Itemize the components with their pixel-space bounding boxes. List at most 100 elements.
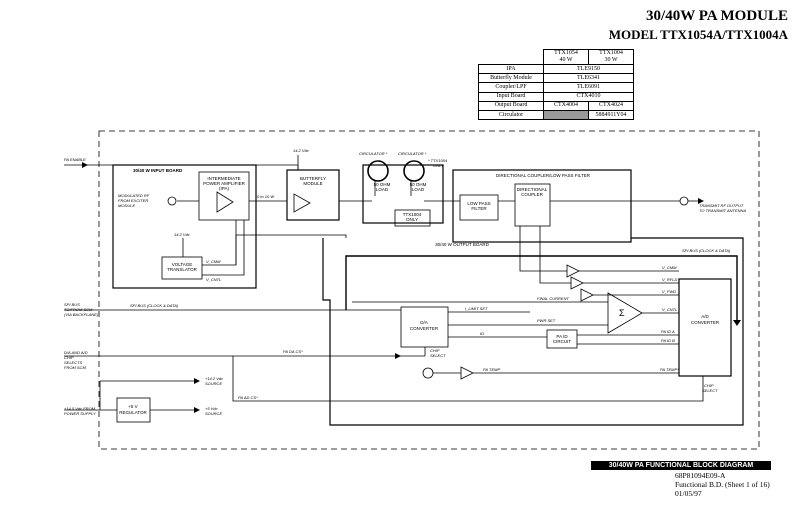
mod-rf-label: MODULE — [118, 203, 135, 208]
load-2-label: 50 OHM — [410, 182, 427, 187]
lpf-label: LOW PASS — [467, 201, 490, 206]
coupler-wire — [539, 226, 571, 284]
doc-number: 68P81094E09-A — [675, 471, 726, 480]
arrow-icon — [733, 320, 741, 326]
da-ad-select-label: SELECTS — [64, 360, 83, 365]
diagram-caption-bar: 30/40W PA FUNCTIONAL BLOCK DIAGRAM — [591, 461, 771, 470]
vcntl-right-label: V_CNTL — [662, 307, 677, 312]
vcmm-wire — [235, 234, 347, 265]
coupler-wire — [519, 226, 567, 272]
power-supply-label: +14.5 Vdc FROM — [64, 406, 96, 411]
ipa-label: INTERMEDIATE — [207, 176, 240, 181]
spi-bus-mid-label: SPI BUS (CLOCK & DATA) — [130, 303, 179, 308]
voltage-translator-label: TRANSLATOR — [167, 267, 198, 272]
ttx1054-note: ONLY — [433, 163, 444, 168]
spi-left-label: SPI BUS — [64, 302, 80, 307]
directional-coupler-label: COUPLER — [521, 192, 544, 197]
page-title: 30/40W PA MODULE — [646, 8, 788, 24]
ipa-amplifier-icon — [216, 191, 234, 213]
lpf-label: FILTER — [471, 206, 487, 211]
da-ad-select-label: CHIP — [64, 355, 74, 360]
da-ad-select-label: D/A AND A/D — [64, 350, 88, 355]
supply-label: 14.2 Vdc — [293, 148, 309, 153]
mod-rf-label: MODULATED RF — [118, 193, 150, 198]
output-board-outline — [322, 237, 744, 426]
chip-select-label: CHIP — [430, 348, 440, 353]
final-current-label: FINAL CURRENT — [537, 296, 569, 301]
src-142-label: SOURCE — [205, 381, 222, 386]
vcntl-wire — [202, 220, 245, 276]
ttx1004-only-box — [394, 209, 431, 227]
butterfly-amplifier-icon — [293, 193, 311, 213]
col-header-line: TTX1054 — [554, 50, 578, 56]
arrow-icon — [194, 407, 200, 413]
sigma-symbol: Σ — [619, 308, 625, 318]
pa-id-circuit-label: PA ID — [556, 334, 568, 339]
spi-left-label: TO/FROM SCM — [64, 307, 93, 312]
table-row: Circulator 5884911Y04 — [478, 109, 634, 121]
pa-enable-label: PA ENABLE — [64, 157, 86, 162]
circulator-2-icon — [403, 160, 425, 182]
spi-bus-wire — [345, 255, 738, 320]
arrow-icon — [194, 378, 200, 384]
amp-vcmm-icon — [566, 264, 580, 278]
da-ad-select-label: FROM SCM — [64, 365, 86, 370]
amp-vrfld-icon — [570, 276, 584, 290]
da-converter-label: CONVERTER — [410, 326, 439, 331]
pa-ad-cs-label: PA AD CS* — [238, 395, 258, 400]
model-title: MODEL TTX1054A/TTX1004A — [608, 27, 788, 42]
circulator-assembly — [362, 164, 444, 224]
pa-id-circuit-label: CIRCUIT — [553, 339, 571, 344]
ipa-label: POWER AMPLIFIER — [203, 181, 246, 186]
vfwd-label: V_FWD — [662, 289, 676, 294]
src-5-label: +5 Vdc — [205, 406, 218, 411]
vcntl-label: V_CNTL — [206, 277, 221, 282]
arrow-icon — [698, 198, 704, 204]
regulator-label: +5 V — [128, 404, 137, 409]
power-label: 0 to 10 W — [257, 194, 275, 199]
load-1-label: 50 OHM — [374, 182, 391, 187]
mod-rf-label: FROM EXCITER — [118, 198, 148, 203]
col-header-line: 30 W — [604, 57, 618, 63]
col-header-line: 40 W — [559, 57, 573, 63]
id-label: ID — [480, 331, 484, 336]
module-boundary — [98, 130, 760, 450]
butterfly-label: BUTTERFLY — [300, 176, 326, 181]
ttx1004-label: ONLY — [406, 217, 418, 222]
row-value: 5884911Y04 — [588, 109, 634, 121]
arrow-icon — [82, 162, 88, 168]
load-1-label: LOAD — [376, 187, 389, 192]
ad-converter-label: A/D — [701, 314, 709, 319]
power-supply-label: POWER SUPPLY — [64, 411, 96, 416]
tx-output-label: TO TRANSMIT ANTENNA — [699, 208, 746, 213]
amp-vfwd-icon — [580, 288, 594, 302]
voltage-translator-label: VOLTAGE — [172, 262, 193, 267]
vcmm-label: V_CMM — [206, 259, 221, 264]
low-pass-filter-block — [459, 194, 499, 221]
col-header-line: TTX1004 — [599, 50, 623, 56]
pa-da-cs-label: PA DA CS* — [283, 349, 303, 354]
spi-left-label: (VIA BACKPLANE) — [64, 312, 99, 317]
ad-cs-wire — [232, 356, 704, 402]
da-converter-label: D/A — [420, 320, 428, 325]
circulator-1-icon — [367, 160, 389, 182]
chip-select-right-label: SELECT — [702, 388, 718, 393]
src-5-label: SOURCE — [205, 411, 222, 416]
ad-converter-label: CONVERTER — [691, 320, 720, 325]
voltage-translator-block — [161, 256, 203, 280]
i-limit-label: I_LIMIT SET — [465, 306, 488, 311]
ipa-label: (IPA) — [219, 186, 229, 191]
doc-date: 01/05/97 — [675, 489, 702, 498]
temp-amp-icon — [460, 366, 474, 380]
pa-id-circuit-block — [546, 329, 578, 349]
butterfly-label: MODULE — [303, 181, 322, 186]
pa-id-a-label: PA ID A — [661, 329, 675, 334]
pa-temp-label: PA TEMP — [483, 367, 500, 372]
summing-amplifier-icon — [607, 292, 643, 334]
ttx1004-label: TTX1004 — [403, 212, 422, 217]
tx-output-label: TRANSMIT RF OUTPUT — [699, 203, 744, 208]
da-converter-block — [400, 306, 449, 348]
